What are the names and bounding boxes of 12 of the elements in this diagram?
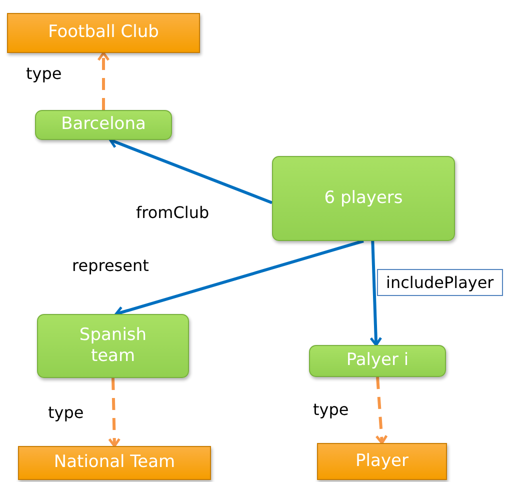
arrow [375,376,388,444]
arrow [97,52,110,110]
instance-box: 6 players [272,156,455,241]
arrow [370,240,382,346]
class-box: Player [317,443,447,480]
edge-label: includePlayer [377,269,503,296]
instance-box: Spanish team [37,314,189,378]
instance-box: Palyer i [309,345,446,377]
instance-box: Barcelona [35,110,172,140]
class-box: Football Club [7,13,200,53]
arrow [108,378,121,448]
class-box: National Team [18,446,211,480]
